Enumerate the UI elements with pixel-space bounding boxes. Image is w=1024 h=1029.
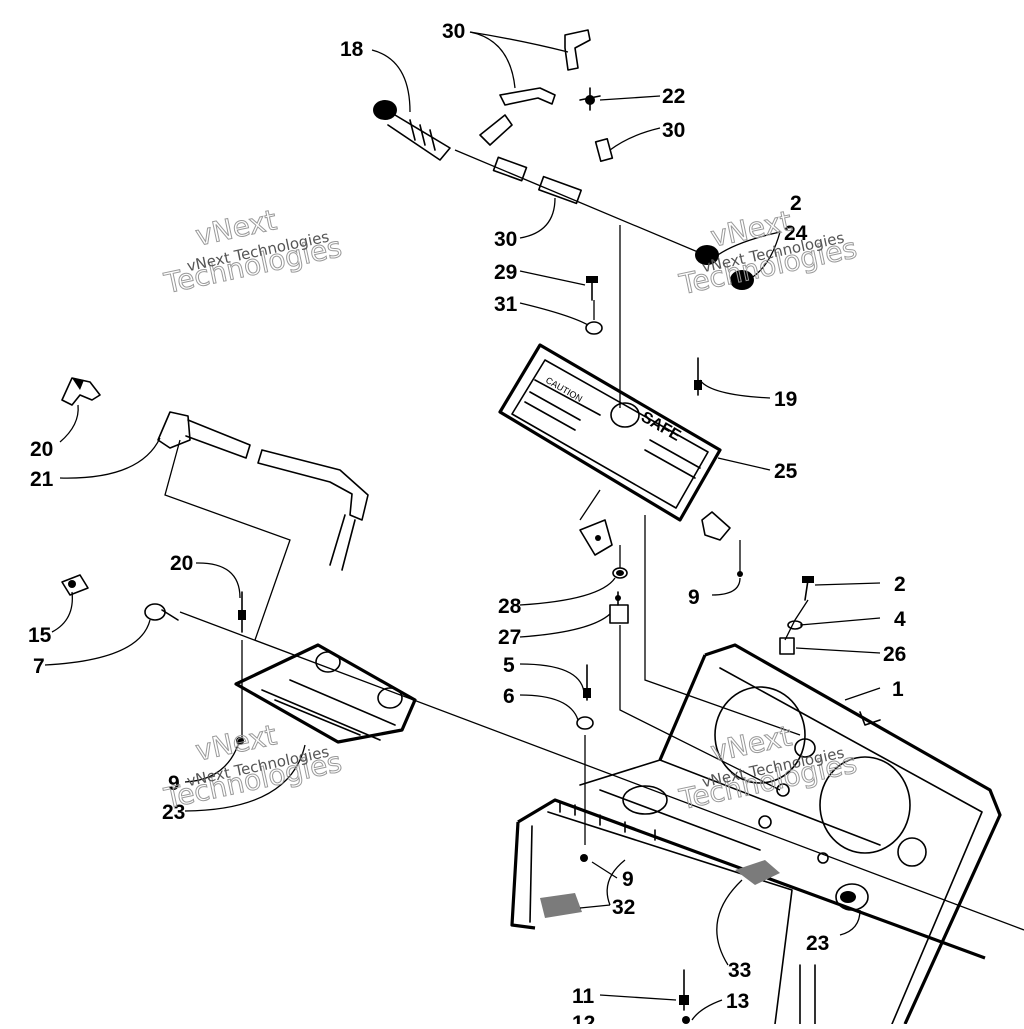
- callout-18a: 19: [774, 388, 797, 411]
- callout-12: 12: [572, 1012, 595, 1024]
- callout-19: 20: [30, 438, 53, 461]
- callout-30c: 30: [494, 228, 517, 251]
- callout-2b: 2: [894, 573, 906, 596]
- callout-5: 5: [503, 654, 515, 677]
- nut-9-console: [580, 854, 588, 862]
- hose-30-mid: [479, 114, 582, 205]
- knob-15: [61, 574, 89, 596]
- bracket-right: [701, 511, 731, 541]
- hose-30-upper: [499, 29, 591, 106]
- callout-26: 26: [883, 643, 906, 666]
- callout-1: 1: [892, 678, 904, 701]
- throttle-lever-20: [157, 411, 369, 571]
- bracket-left: [579, 519, 613, 556]
- callout-18b: 20: [170, 552, 193, 575]
- callout-9c: 9: [622, 868, 634, 891]
- callout-28: 28: [498, 595, 522, 618]
- nut-6: [576, 716, 594, 730]
- choke-knob-17: [373, 100, 451, 161]
- plug-22: [835, 883, 869, 911]
- callout-4: 4: [894, 608, 906, 631]
- callout-21: 22: [662, 85, 685, 108]
- callout-27: 27: [498, 626, 521, 649]
- watermark-upper-right: vNext Technologies vNext Technologies: [675, 204, 860, 302]
- washer-31: [585, 321, 603, 335]
- watermark-lower-left: vNext Technologies vNext Technologies: [160, 718, 345, 816]
- callout-30a: 30: [442, 20, 465, 43]
- nut-9-right: [737, 571, 743, 577]
- fastener-11-13: [679, 969, 690, 1024]
- callout-25: 25: [774, 460, 798, 483]
- callout-2a: 2: [790, 192, 802, 215]
- clip-19: [61, 377, 101, 406]
- tee-21: [579, 87, 601, 111]
- nut-28: [612, 567, 628, 579]
- callout-9b: 9: [168, 772, 180, 795]
- callout-20: 21: [30, 468, 54, 491]
- switch-27: [609, 591, 629, 624]
- watermark-upper-left: vNext Technologies vNext Technologies: [160, 203, 345, 301]
- callout-24: 24: [784, 222, 808, 245]
- washer-4: [787, 620, 803, 630]
- callout-30b: 30: [662, 119, 685, 142]
- callout-22: 23: [806, 932, 829, 955]
- pin-18-left: [238, 591, 246, 633]
- callout-33: 33: [728, 959, 751, 982]
- callout-15: 15: [28, 624, 52, 647]
- callout-32: 32: [612, 896, 635, 919]
- bolt-29: [586, 276, 598, 301]
- hose-30-lower: [594, 137, 614, 163]
- pin-18-upper: [694, 357, 702, 396]
- callout-13: 13: [726, 990, 749, 1013]
- bolt-2: [802, 576, 814, 601]
- callout-11: 11: [572, 985, 595, 1008]
- mount-plate-23: [234, 643, 417, 744]
- console-housing: [510, 643, 1002, 1025]
- callout-17: 18: [340, 38, 364, 61]
- decal-plate: CAUTION SAFE: [498, 343, 722, 522]
- grommet-26: [779, 637, 795, 655]
- nut-2-24: [695, 245, 754, 290]
- assembly-lines: [164, 149, 1024, 931]
- leader-lines: [44, 31, 881, 1021]
- bushing-7: [144, 603, 179, 621]
- screw-5: [583, 664, 591, 701]
- callout-6: 6: [503, 685, 515, 708]
- callout-29: 29: [494, 261, 517, 284]
- callout-23: 23: [162, 801, 185, 824]
- pad-32: [540, 893, 582, 918]
- callout-31: 31: [494, 293, 518, 316]
- pad-33: [735, 860, 780, 885]
- callout-9a: 9: [688, 586, 700, 609]
- callout-7: 7: [33, 655, 45, 678]
